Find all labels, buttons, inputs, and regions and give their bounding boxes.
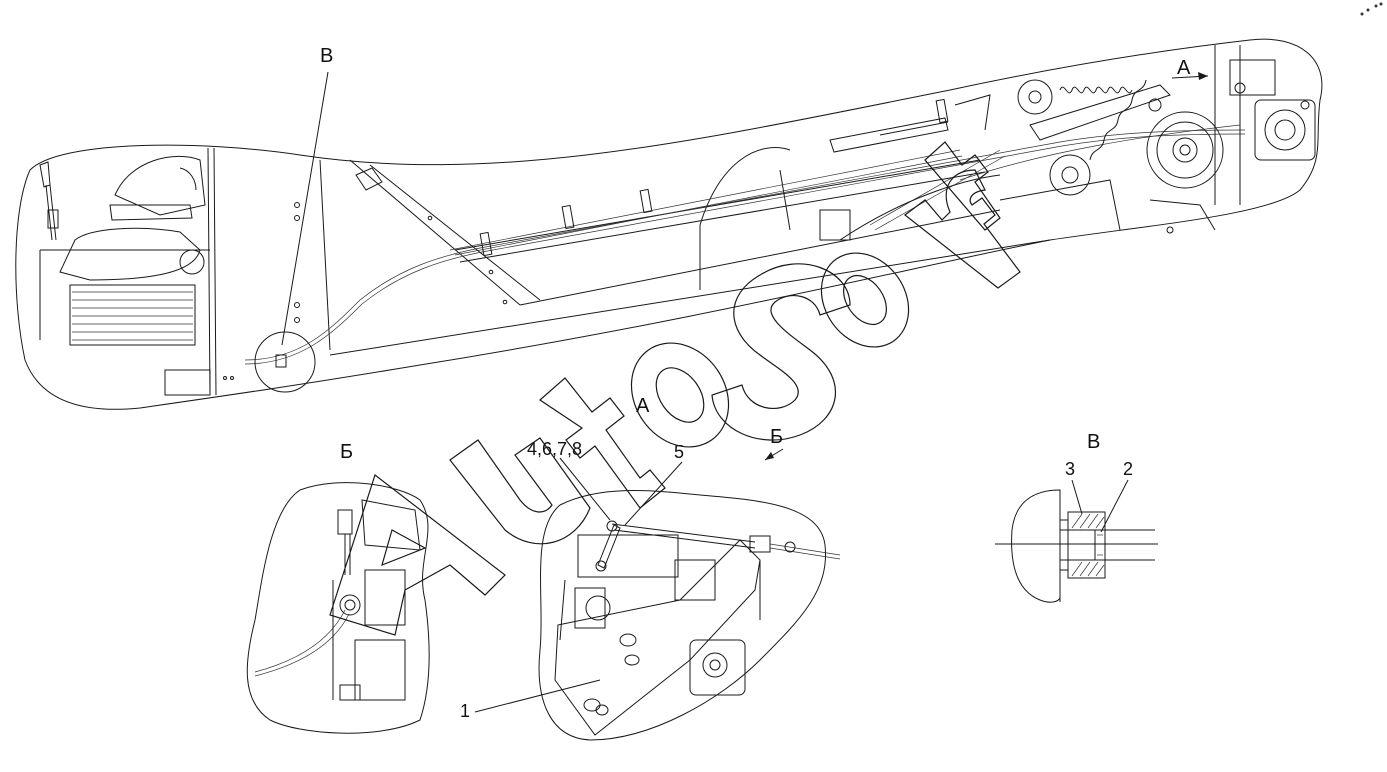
callout-1: 1 (460, 701, 470, 721)
watermark-letter-s (711, 263, 851, 441)
view-a-outline (538, 490, 827, 741)
callout-items-4-6-7-8: 4,6,7,8 (527, 439, 582, 459)
tension-spring-top (1059, 86, 1133, 94)
main-view: В А (15, 38, 1323, 410)
autosoft-watermark (329, 141, 1021, 636)
callout-b-direction: Б (770, 426, 783, 448)
view-a-mark: А (1177, 57, 1191, 79)
watermark-letter-t2 (924, 141, 1001, 231)
view-b: Б (246, 441, 430, 734)
watermark-letter-o (630, 342, 730, 448)
callout-5: 5 (674, 442, 684, 462)
view-b-outline (246, 482, 430, 734)
operator-seat (39, 155, 211, 396)
view-b-title: Б (340, 441, 353, 463)
view-b-arrow (764, 448, 784, 461)
view-a-title: А (636, 395, 650, 417)
watermark-letter-f (904, 169, 1021, 289)
feeder-housing (329, 147, 1051, 356)
cab-wall (207, 147, 331, 396)
bushing-section (1059, 511, 1106, 579)
view-a-arrow: А (1171, 57, 1209, 80)
callout-3: 3 (1065, 459, 1075, 479)
leader-line-2 (1100, 479, 1129, 533)
watermark-letter-t (539, 377, 666, 509)
view-v: В 3 2 (995, 431, 1158, 603)
leader-line-5 (624, 461, 683, 526)
leader-line-1 (474, 679, 601, 713)
main-view-outline (15, 38, 1323, 410)
watermark-letter-u (449, 437, 591, 545)
view-v-title: В (1087, 431, 1100, 453)
detail-v-circle (254, 331, 316, 393)
leader-line-3 (1071, 479, 1083, 515)
cable-harness (244, 94, 1246, 365)
leader-line-4-6-7-8 (559, 457, 611, 521)
control-lever (39, 161, 59, 241)
control-rod (595, 520, 841, 572)
drive-mechanism (819, 45, 1316, 241)
watermark-letter-o2 (820, 252, 910, 348)
view-v-outline (1011, 489, 1061, 603)
view-a: А 4,6,7,8 5 Б (460, 395, 841, 741)
retaining-ring (1094, 529, 1106, 561)
callout-v: В (320, 45, 333, 67)
callout-2: 2 (1123, 459, 1133, 479)
mounting-bracket (554, 539, 761, 736)
watermark-letter-a (329, 474, 506, 636)
corner-marks (1360, 2, 1383, 16)
leader-line-v (281, 71, 329, 346)
